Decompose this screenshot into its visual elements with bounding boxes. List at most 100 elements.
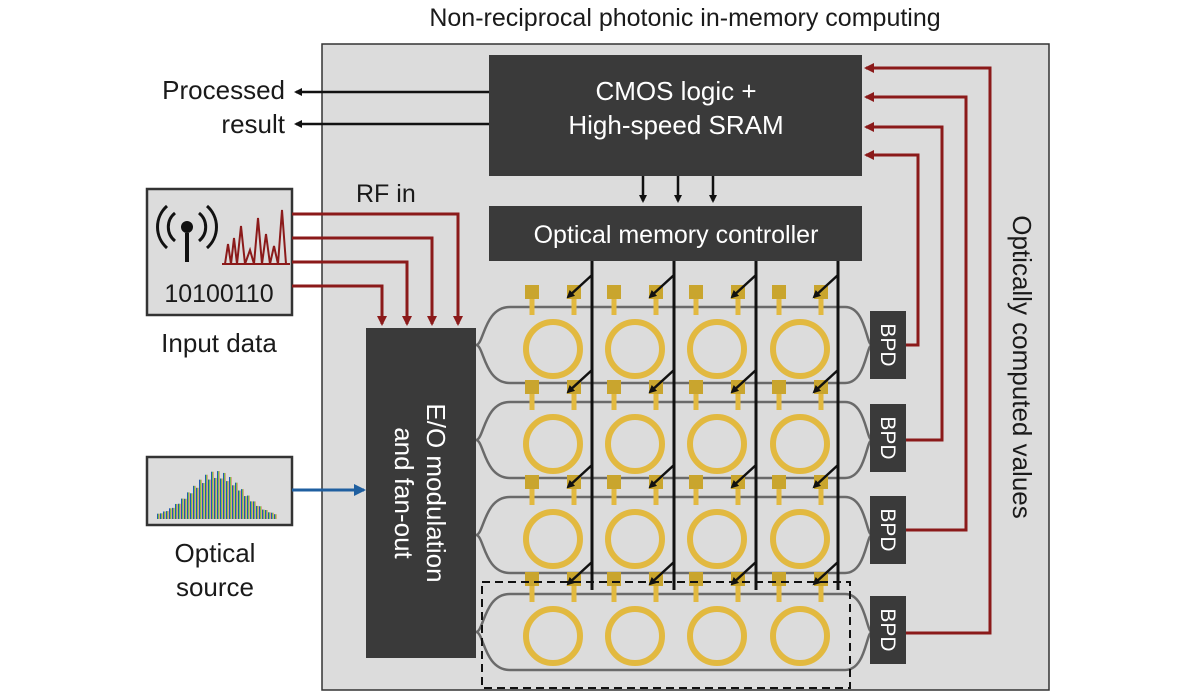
spectrum-bar bbox=[256, 505, 259, 519]
ring bbox=[687, 509, 747, 569]
rf-line bbox=[292, 212, 463, 326]
ring-lead bbox=[693, 394, 741, 410]
optical-source-label-line1: Optical bbox=[175, 538, 256, 568]
ring-resonator bbox=[523, 285, 583, 379]
spectrum-bar bbox=[226, 481, 229, 519]
ring bbox=[770, 606, 830, 666]
highlighted-row-box bbox=[481, 581, 851, 689]
ring-lead bbox=[529, 394, 577, 410]
optical-source-box bbox=[145, 455, 294, 527]
ring bbox=[687, 606, 747, 666]
spectrum-bar bbox=[241, 489, 244, 519]
control-arrow bbox=[566, 561, 593, 586]
spectrum-bar bbox=[268, 512, 271, 519]
ring-resonator bbox=[523, 380, 583, 474]
control-arrow bbox=[566, 274, 593, 299]
spectrum-bar bbox=[190, 493, 193, 519]
ring-lead bbox=[529, 299, 577, 315]
ring-pad bbox=[607, 475, 621, 489]
control-arrow bbox=[648, 561, 675, 586]
spectrum-bar bbox=[250, 501, 253, 519]
feedback-lines bbox=[864, 63, 992, 635]
input-bits: 10100110 bbox=[164, 280, 273, 308]
ring-pad bbox=[689, 285, 703, 299]
spectrum-bar bbox=[235, 482, 238, 519]
rf-line bbox=[292, 236, 437, 326]
spectrum-bar bbox=[223, 472, 226, 519]
control-arrow bbox=[566, 369, 593, 394]
cmos-sram-block: CMOS logic + High-speed SRAM bbox=[489, 55, 862, 176]
control-arrow bbox=[812, 369, 839, 394]
spectrum-bar bbox=[259, 506, 262, 519]
bpd-detector: BPD bbox=[870, 596, 906, 664]
controller-lines bbox=[566, 261, 840, 590]
control-arrow bbox=[730, 464, 757, 489]
ring-resonator bbox=[770, 380, 830, 474]
control-arrow bbox=[812, 274, 839, 299]
bpd-label: BPD bbox=[876, 608, 899, 651]
spectrum-bar bbox=[166, 511, 169, 519]
ring bbox=[523, 414, 583, 474]
output-label-line1: Processed bbox=[162, 75, 285, 105]
ring-pad bbox=[772, 285, 786, 299]
side-label: Optically computed values bbox=[1007, 215, 1037, 518]
ring-lead bbox=[529, 586, 577, 602]
spectrum-bar bbox=[238, 490, 241, 519]
spectrum-bar bbox=[271, 512, 274, 519]
bpd-box bbox=[870, 404, 906, 472]
ring bbox=[605, 414, 665, 474]
control-arrow bbox=[812, 464, 839, 489]
input-data-label: Input data bbox=[161, 328, 277, 358]
ring-lead bbox=[611, 394, 659, 410]
ring bbox=[770, 414, 830, 474]
spectrum-bar bbox=[184, 498, 187, 519]
ring bbox=[687, 414, 747, 474]
spectrum-bar bbox=[169, 508, 172, 519]
ring-pad bbox=[689, 572, 703, 586]
bpd-detector: BPD bbox=[870, 404, 906, 472]
cmos-label-line1: CMOS logic + bbox=[595, 76, 756, 106]
cmos-label-line2: High-speed SRAM bbox=[568, 110, 783, 140]
bpd-box bbox=[870, 311, 906, 379]
feedback-line bbox=[864, 122, 944, 442]
ring-lead bbox=[611, 586, 659, 602]
spectrum-bar bbox=[211, 471, 214, 519]
spectrum-bar bbox=[214, 477, 217, 519]
ring bbox=[605, 606, 665, 666]
antenna-icon bbox=[156, 204, 218, 262]
ring-pad bbox=[607, 285, 621, 299]
bpd-box bbox=[870, 596, 906, 664]
spectrum-bar bbox=[265, 510, 268, 519]
output-label-line2: result bbox=[221, 109, 285, 139]
ring-pad bbox=[525, 285, 539, 299]
spectrum-bar bbox=[220, 478, 223, 519]
spectrum-bar bbox=[199, 479, 202, 519]
rf-line bbox=[292, 260, 412, 326]
spectrum-bar bbox=[172, 507, 175, 519]
spectrum-bar bbox=[196, 487, 199, 519]
control-arrow bbox=[730, 369, 757, 394]
input-data-box: 10100110 bbox=[145, 187, 294, 317]
ring bbox=[770, 509, 830, 569]
control-arrow bbox=[730, 561, 757, 586]
spectrum-bar bbox=[187, 492, 190, 519]
spectrum-bar bbox=[193, 485, 196, 519]
control-arrow bbox=[648, 369, 675, 394]
ring bbox=[605, 509, 665, 569]
ring-lead bbox=[776, 299, 824, 315]
ring-pad bbox=[689, 475, 703, 489]
optical-spectrum-icon bbox=[157, 471, 277, 519]
spectrum-bar bbox=[205, 474, 208, 519]
ring-lead bbox=[611, 489, 659, 505]
control-arrow bbox=[648, 274, 675, 299]
spectrum-bar bbox=[202, 483, 205, 519]
controller-label: Optical memory controller bbox=[534, 221, 819, 249]
rf-spectrum-icon bbox=[222, 209, 290, 265]
diagram-title: Non-reciprocal photonic in-memory comput… bbox=[429, 4, 940, 32]
ring-pad bbox=[525, 572, 539, 586]
ring bbox=[523, 509, 583, 569]
spectrum-bar bbox=[244, 496, 247, 519]
spectrum-bar bbox=[217, 471, 220, 519]
ring-resonator bbox=[523, 475, 583, 569]
